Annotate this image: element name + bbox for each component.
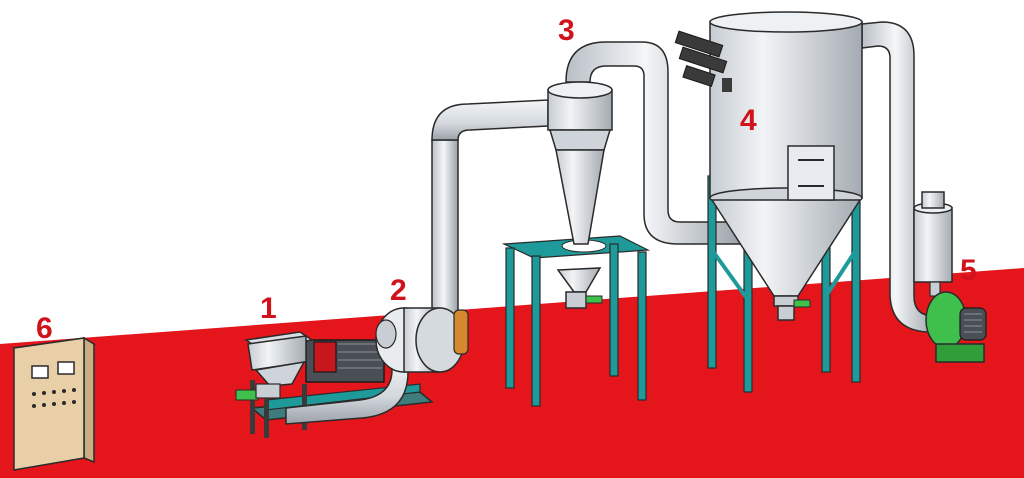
label-6: 6 bbox=[36, 312, 53, 345]
pipe-icon bbox=[431, 21, 937, 336]
label-2: 2 bbox=[390, 274, 407, 307]
label-3: 3 bbox=[558, 14, 575, 47]
control-cabinet-icon bbox=[11, 336, 97, 471]
dust-collector-icon bbox=[674, 11, 863, 393]
cyclone-separator-icon bbox=[501, 81, 651, 407]
label-5: 5 bbox=[960, 254, 977, 287]
label-1: 1 bbox=[260, 292, 277, 325]
grinder-mill-icon bbox=[235, 307, 469, 438]
label-4: 4 bbox=[740, 104, 757, 137]
blower-fan-icon bbox=[913, 191, 987, 363]
